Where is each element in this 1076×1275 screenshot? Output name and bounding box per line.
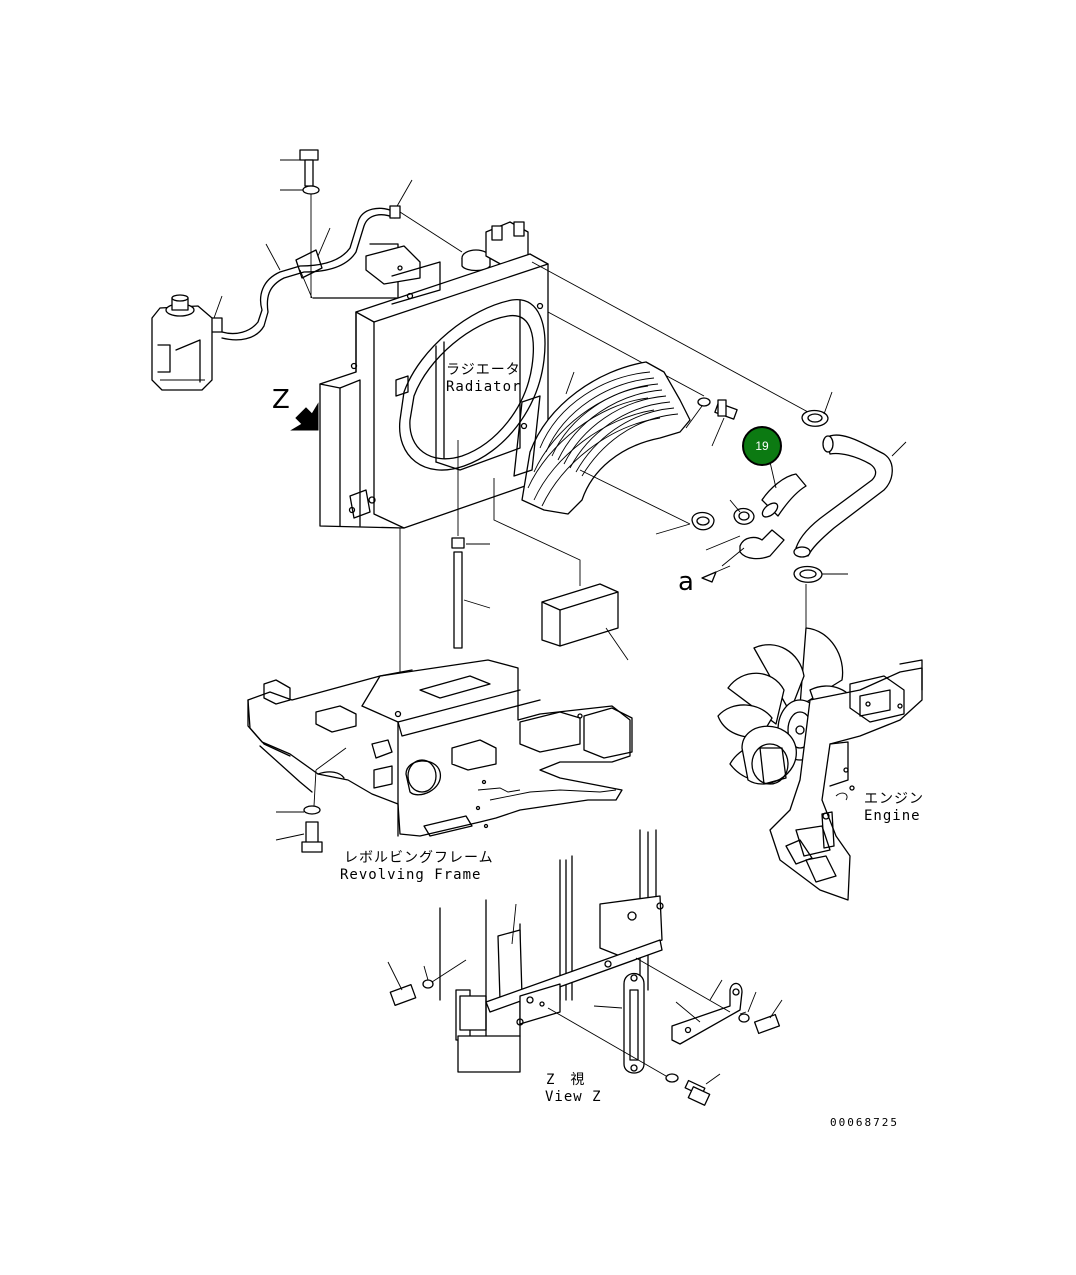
radiator-label-jp: ラジエータ [446,362,521,378]
view-z-label-en: View Z [545,1089,602,1105]
view-z-detail [387,829,783,1106]
overflow-hose [209,179,463,341]
drawing-number: 00068725 [830,1116,899,1129]
clamps-and-bolts [655,391,848,680]
engine-label-en: Engine [864,808,921,824]
engine-label-jp: エンジン [864,791,924,807]
frame-bolts [275,747,347,853]
revolving-frame [247,659,633,837]
part-callout-19[interactable]: 19 [742,426,782,466]
radiator-cap [461,221,529,272]
revolving-frame-label-jp: レボルビングフレーム [344,850,494,866]
stay-rod [399,440,629,720]
hoses [701,434,907,583]
top-bolt-stack [280,149,320,298]
fan-and-engine [717,627,923,901]
revolving-frame-label-en: Revolving Frame [340,867,482,883]
view-z-label-jp: Z 視 [546,1072,586,1088]
reserve-tank [151,294,213,391]
radiator-shroud [319,253,809,529]
z-marker-label: Z [272,385,290,415]
a-marker-label: a [678,567,694,597]
fan-ring [513,361,691,525]
radiator-label-en: Radiator [446,379,522,395]
view-z-arrow [290,402,319,431]
